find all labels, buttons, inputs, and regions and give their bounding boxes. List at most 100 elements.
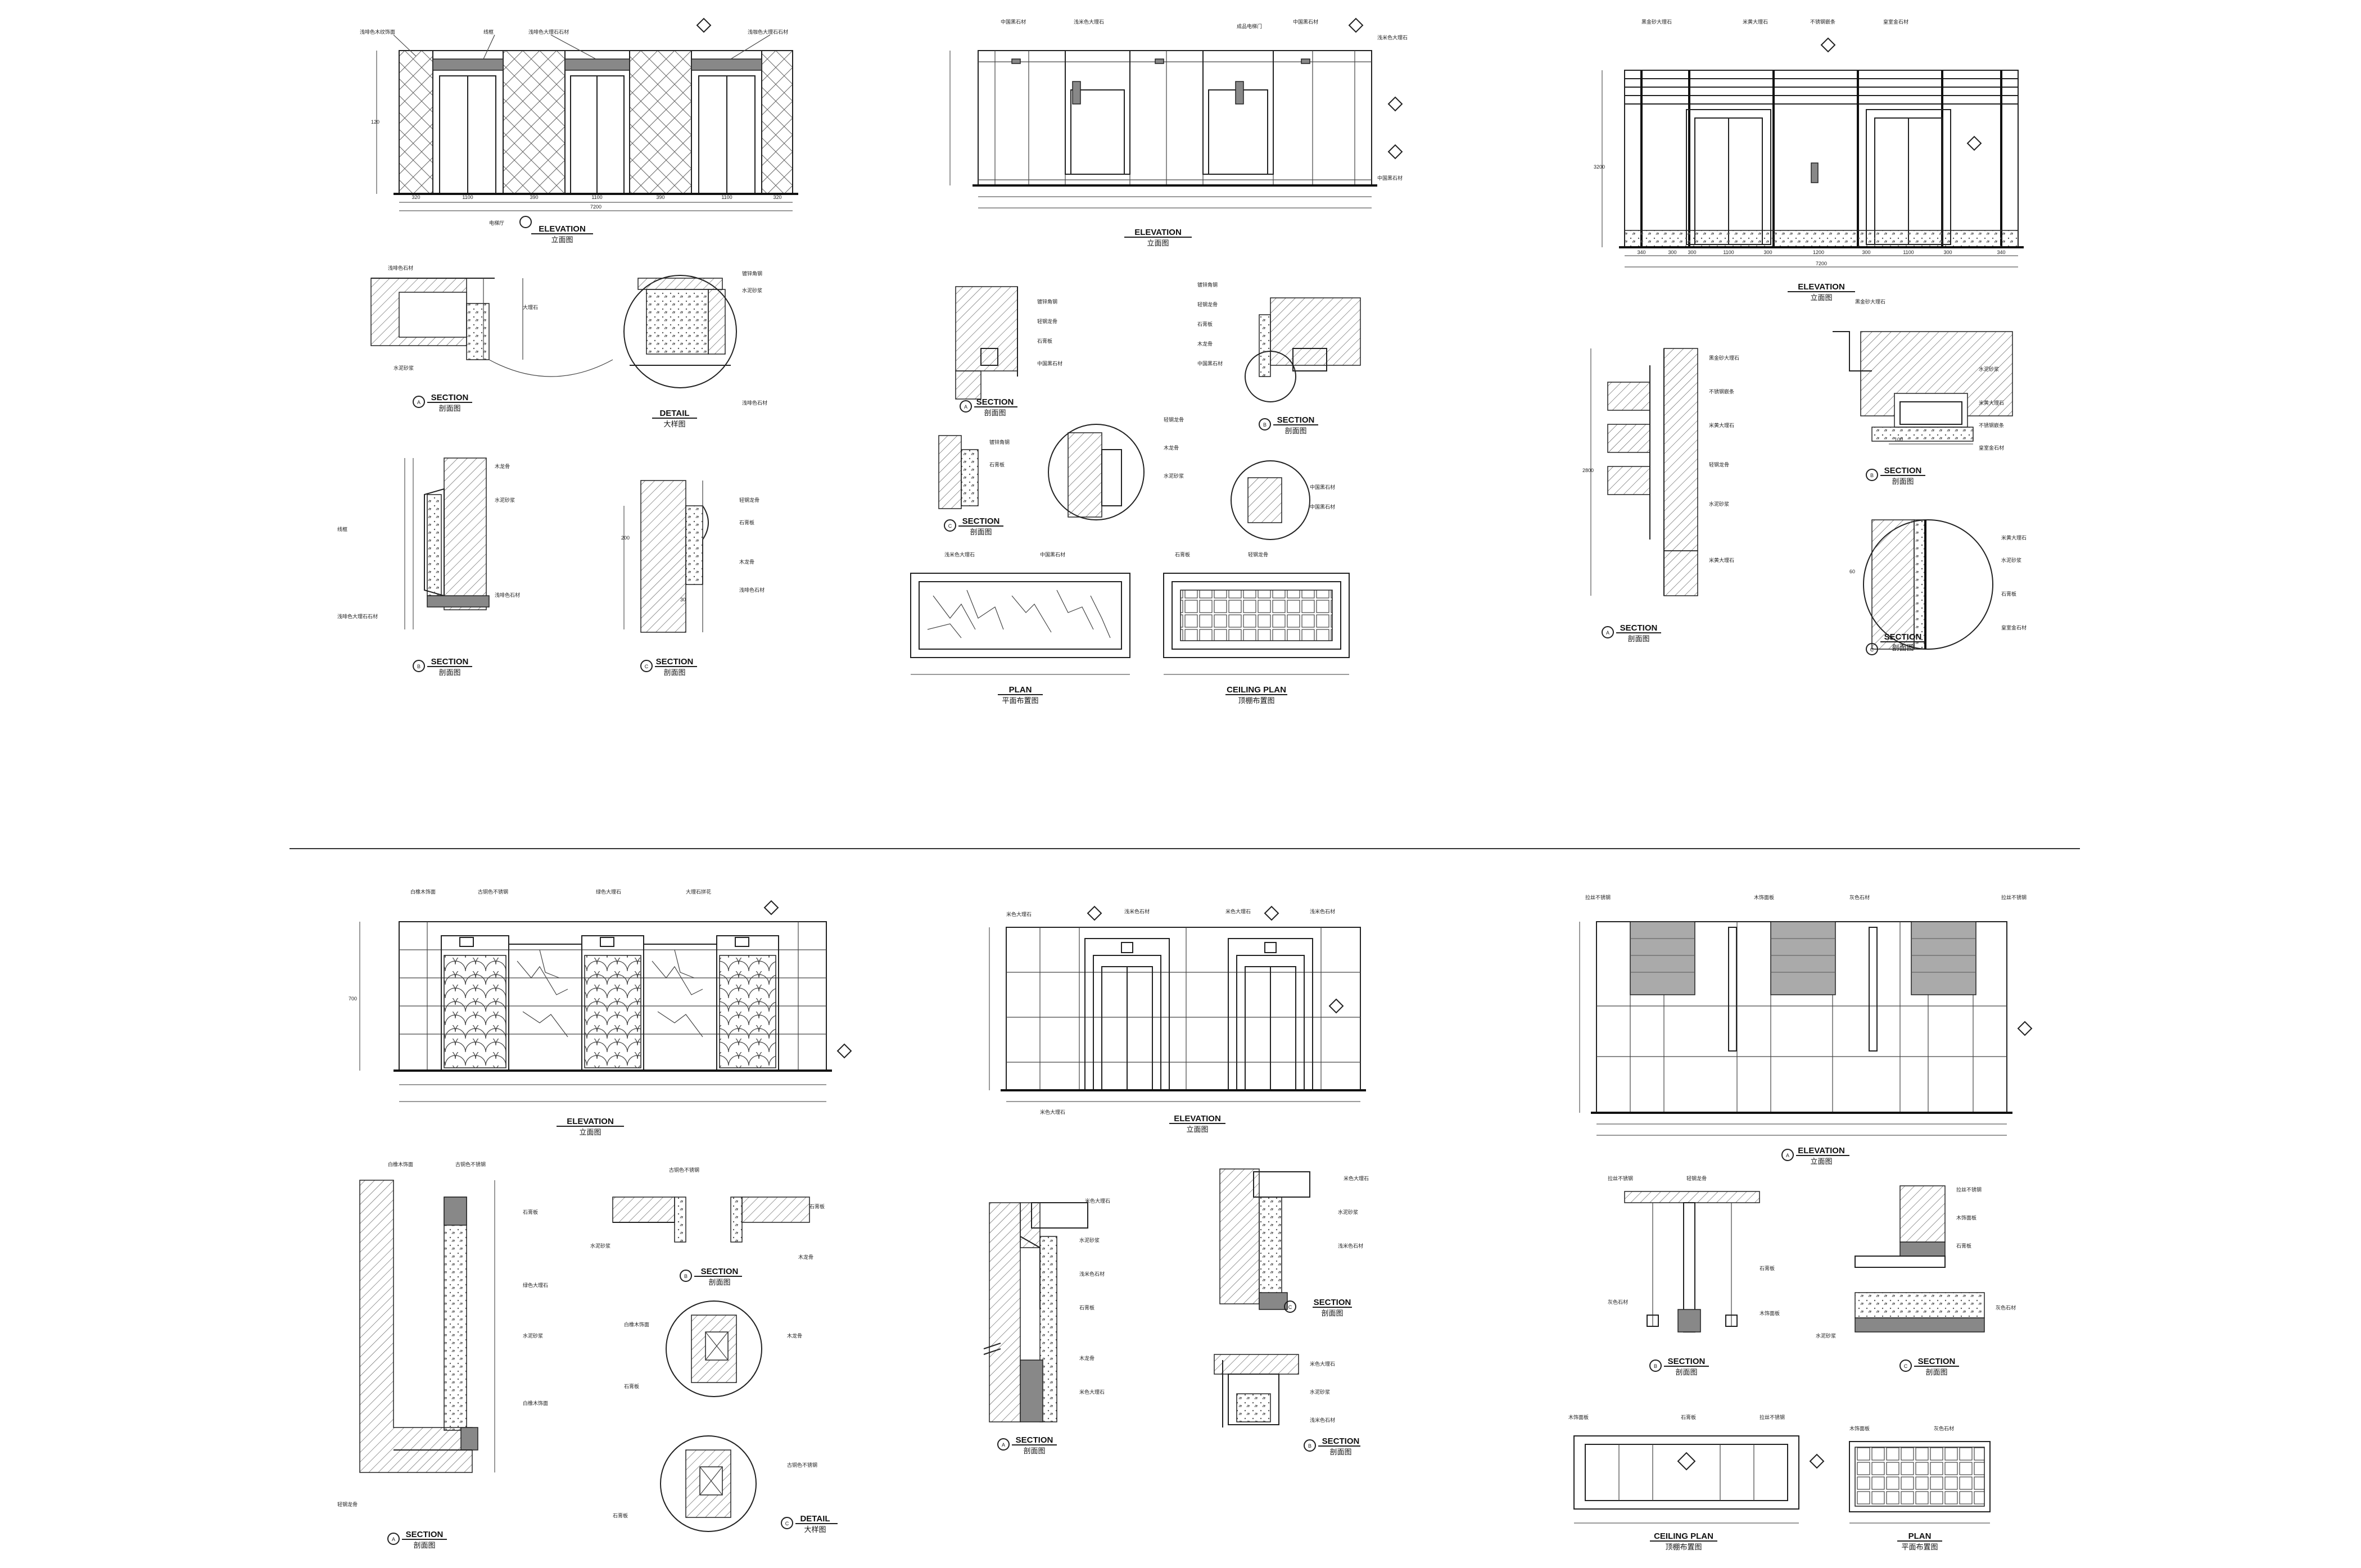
secc3-label-2: 水泥砂浆 (2001, 557, 2021, 564)
elev4-title: ELEVATION (567, 1117, 614, 1126)
elevation-6: 拉丝不锈钢 木饰面板 灰色石材 拉丝不锈钢 A ELEVATION 立面图 (1579, 894, 2033, 1166)
secb5-label-2: 水泥砂浆 (1310, 1389, 1330, 1395)
seca4-label-1: 白橡木饰面 (388, 1161, 413, 1168)
elev6-label-1: 拉丝不锈钢 (1585, 894, 1611, 901)
dim-val-4: 60 (1849, 569, 1855, 574)
seca1-marker: A (417, 400, 420, 405)
secb1-label-4: 线框 (337, 526, 347, 533)
section-c1: 轻钢龙骨 石膏板 木龙骨 浅啡色石材 C SECTION 剖面图 (623, 480, 765, 677)
secb4-title: SECTION (701, 1267, 739, 1276)
ceil1-title: CEILING PLAN (1227, 685, 1286, 695)
ceil1-label-1: 石膏板 (1175, 551, 1190, 558)
plan1-label-1: 浅米色大理石 (944, 551, 975, 558)
ceiling-plan-2: 木饰面板 石膏板 拉丝不锈钢 CEILING PLAN 顶棚布置图 (1568, 1414, 1825, 1552)
elev1-label-3: 浅啡色大理石石材 (528, 29, 569, 35)
seca4-subtitle: 剖面图 (413, 1542, 435, 1550)
elev2-label-6: 中国黑石材 (1377, 175, 1403, 182)
seca2-label-1: 镀锌角钢 (1037, 298, 1057, 305)
dim-val-6: 2800 (1582, 468, 1594, 473)
secc2-label-4: 木龙骨 (1164, 445, 1179, 451)
elev2-title: ELEVATION (1134, 228, 1182, 237)
secb3-marker: B (1870, 473, 1874, 478)
elev2-label-1: 中国黑石材 (1001, 19, 1026, 25)
elev2-label-3: 成品电梯门 (1237, 23, 1262, 30)
secb4-subtitle: 剖面图 (708, 1279, 730, 1287)
secc3-title: SECTION (1884, 632, 1922, 642)
secb2-subtitle: 剖面图 (1284, 427, 1306, 436)
elev5-label-2: 浅米色石材 (1124, 908, 1150, 915)
ceil1-label-2: 轻钢龙骨 (1248, 551, 1268, 558)
seca2-marker: A (964, 404, 967, 410)
seca5-label-5: 木龙骨 (1079, 1355, 1094, 1362)
secb6-label-4: 木饰面板 (1760, 1310, 1780, 1317)
secb2-label-5: 中国黑石材 (1197, 360, 1223, 367)
ceil1-subtitle: 顶棚布置图 (1238, 697, 1274, 705)
dim-val-7: 3200 (1594, 164, 1605, 170)
secc3-marker: C (1870, 647, 1874, 652)
secb6-marker: B (1654, 1363, 1657, 1369)
elev3-dim-10: 340 (1997, 250, 2005, 255)
elev6-title: ELEVATION (1798, 1146, 1845, 1155)
secb2-title: SECTION (1277, 415, 1315, 425)
secb6-subtitle: 剖面图 (1675, 1368, 1697, 1377)
elev5-subtitle: 立面图 (1186, 1126, 1208, 1134)
det2-label-3: 石膏板 (624, 1383, 639, 1390)
elev4-label-3: 绿色大理石 (596, 889, 621, 895)
secc3-subtitle: 剖面图 (1892, 644, 1914, 652)
secb6-label-1: 拉丝不锈钢 (1608, 1175, 1633, 1182)
secb4-label-4: 木龙骨 (798, 1254, 813, 1261)
elev1-label-4: 浅咖色大理石石材 (748, 29, 788, 35)
elev5-title: ELEVATION (1174, 1114, 1221, 1123)
section-a1: 浅啡色石材 大理石 水泥砂浆 A SECTION 剖面图 (370, 265, 613, 413)
dim-val-5: 100 (1894, 437, 1903, 442)
seca5-subtitle: 剖面图 (1023, 1447, 1045, 1456)
secc2-label-3: 轻钢龙骨 (1164, 416, 1184, 423)
elev3-dim-4: 1100 (1723, 250, 1734, 255)
secb5-subtitle: 剖面图 (1329, 1448, 1351, 1457)
section-a2: 镀锌角钢 轻钢龙骨 石膏板 中国黑石材 A SECTION 剖面图 (955, 286, 1062, 418)
secb6-label-5: 灰色石材 (1608, 1299, 1628, 1306)
plan2-subtitle: 平面布置图 (1901, 1543, 1938, 1552)
plan2-label-2: 灰色石材 (1934, 1425, 1954, 1432)
elevation-4: 白橡木饰面 古铜色不锈钢 绿色大理石 大理石拼花 ELEVATION 立面图 (359, 889, 852, 1137)
section-a4: 白橡木饰面 古铜色不锈钢 石膏板 绿色大理石 水泥砂浆 白橡木饰面 轻钢龙骨 A… (337, 1161, 548, 1550)
elev5-label-4: 浅米色石材 (1310, 908, 1335, 915)
det2-label-5: 石膏板 (613, 1512, 628, 1519)
det2-label-4: 古铜色不锈钢 (787, 1462, 817, 1469)
secc6-label-4: 灰色石材 (1996, 1304, 2016, 1311)
secc1-label-1: 轻钢龙骨 (739, 497, 759, 504)
secc3-label-3: 石膏板 (2001, 591, 2016, 597)
seca5-label-2: 水泥砂浆 (1079, 1237, 1100, 1244)
det1-title: DETAIL (659, 409, 689, 418)
secc1-marker: C (645, 664, 649, 669)
secc5-marker: C (1288, 1304, 1292, 1310)
det1-subtitle: 大样图 (663, 420, 685, 429)
seca2-subtitle: 剖面图 (984, 409, 1006, 418)
seca3-label-4: 轻钢龙骨 (1709, 461, 1729, 468)
elev1-title: ELEVATION (539, 224, 586, 234)
secc2-marker: C (948, 523, 952, 529)
seca4-label-6: 白橡木饰面 (523, 1400, 548, 1407)
dim-val-3: 30 (680, 597, 686, 602)
detail-1: 镀锌角钢 水泥砂浆 浅啡色石材 DETAIL 大样图 (623, 270, 767, 429)
secb2-label-3: 石膏板 (1197, 321, 1213, 328)
dimension-values: 120 200 30 60 100 2800 3200 700 (349, 119, 1903, 1001)
elevation-3: 340 300 300 1100 300 1200 300 1100 300 3… (1602, 19, 2024, 302)
secc2-title: SECTION (962, 516, 1000, 526)
secc6-title: SECTION (1918, 1357, 1956, 1366)
seca5-label-6: 米色大理石 (1079, 1389, 1105, 1395)
ceil2-label-3: 拉丝不锈钢 (1760, 1414, 1785, 1421)
seca5-marker: A (1002, 1442, 1005, 1448)
elev3-label-1: 黑金砂大理石 (1641, 19, 1672, 25)
secb2-marker: B (1263, 422, 1267, 428)
secb6-label-3: 石膏板 (1760, 1265, 1775, 1272)
secc5-subtitle: 剖面图 (1321, 1309, 1343, 1318)
seca4-marker: A (392, 1537, 395, 1542)
elev1-dim-7: 320 (773, 194, 781, 200)
secb4-label-3: 水泥砂浆 (590, 1243, 610, 1249)
seca2-title: SECTION (976, 397, 1014, 407)
ceil2-title: CEILING PLAN (1654, 1531, 1713, 1541)
det2-title: DETAIL (800, 1514, 830, 1524)
seca2-label-2: 轻钢龙骨 (1037, 318, 1057, 325)
secc1-label-4: 浅啡色石材 (739, 587, 765, 593)
